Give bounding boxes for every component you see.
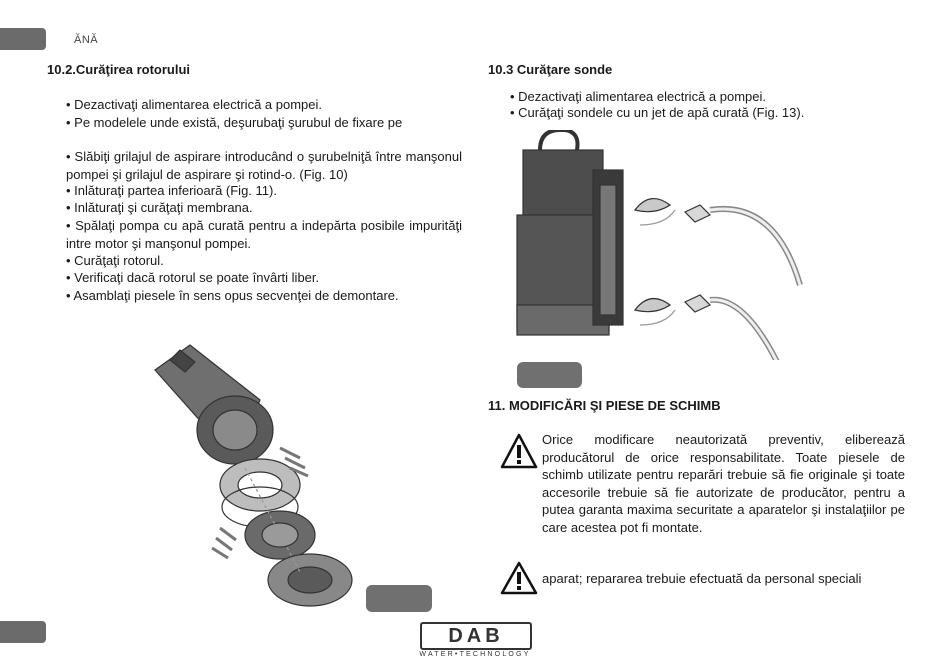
warning-text-modifications: Orice modificare neautorizată preventiv,… [542, 432, 905, 535]
warning-triangle-icon [500, 561, 538, 595]
left-item-8: • Verificaţi dacă rotorul se poate învâr… [66, 270, 320, 285]
exploded-pump-illustration [154, 344, 353, 607]
left-item-3: • Slăbiţi grilajul de aspirare introducâ… [66, 149, 462, 182]
left-item-4: • Inlăturaţi partea inferioară (Fig. 11)… [66, 183, 277, 198]
right-item-1: • Dezactivaţi alimentarea electrică a po… [510, 89, 767, 104]
section-title-modifications: 11. MODIFICĂRI ŞI PIESE DE SCHIMB [488, 398, 721, 413]
brand-logo-box: DAB [420, 622, 532, 650]
section-title-probes: 10.3 Curăţare sonde [488, 62, 613, 77]
left-item-2: • Pe modelele unde există, deşurubaţi şu… [66, 115, 403, 130]
pump-probes-illustration [516, 130, 803, 360]
page-tab-bottom [0, 621, 46, 643]
left-item-7: • Curăţaţi rotorul. [66, 253, 164, 268]
warning-text-repair: aparat; repararea trebuie efectuată da p… [542, 571, 862, 586]
brand-logo-text: DAB [448, 625, 504, 647]
left-item-6: • Spălaţi pompa cu apă curată pentru a i… [66, 218, 462, 251]
left-item-1: • Dezactivaţi alimentarea electrică a po… [66, 97, 323, 112]
figure-label-left [366, 585, 432, 612]
section-title-rotor: 10.2.Curăţirea rotorului [47, 62, 191, 77]
language-label: ĂNĂ [74, 34, 99, 46]
brand-tagline: WATER•TECHNOLOGY [419, 651, 531, 658]
left-item-9: • Asamblaţi piesele în sens opus secvenţ… [66, 288, 399, 303]
page-tab-top [0, 28, 46, 50]
warning-triangle-icon [500, 433, 538, 469]
figure-label-right [517, 362, 582, 388]
right-item-2: • Curăţaţi sondele cu un jet de apă cura… [510, 105, 805, 120]
left-item-5: • Inlăturaţi şi curăţaţi membrana. [66, 200, 253, 215]
brand-logo: DAB WATER•TECHNOLOGY [418, 622, 532, 660]
